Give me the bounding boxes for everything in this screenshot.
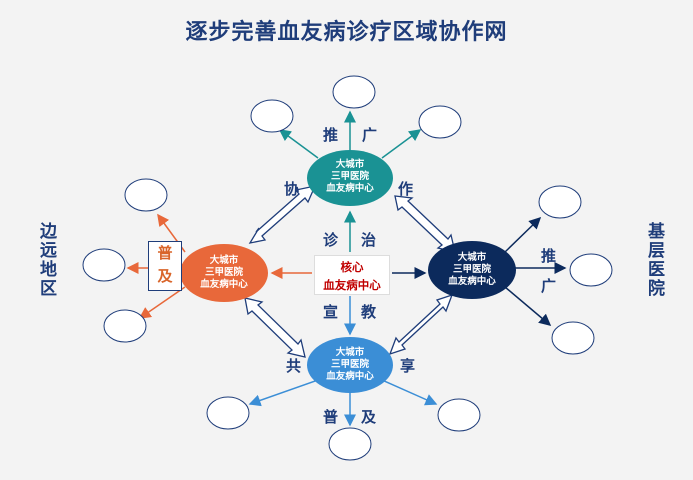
core-line: 核心 [340, 260, 364, 274]
word-guang-right: 广 [541, 277, 557, 295]
hub-line: 大城市 [335, 159, 365, 170]
word-xie: 协 [284, 180, 300, 198]
right-satellite-node [538, 185, 582, 219]
hub-line: 三甲医院 [330, 171, 369, 182]
bottom-hub-label: 大城市 三甲医院 血友病中心 [310, 347, 390, 383]
hub-line: 血友病中心 [326, 371, 374, 382]
word-gong: 共 [286, 357, 302, 375]
top-satellite-node [250, 99, 294, 133]
double-arrow-bottom-right [388, 293, 454, 356]
page-title: 逐步完善血友病诊疗区域协作网 [185, 20, 508, 45]
word-pu-bottom: 普 [323, 408, 339, 426]
left-region-label: 边远地区 [36, 222, 56, 298]
word-zhen: 诊 [323, 231, 339, 249]
double-arrow-top-right [394, 195, 456, 253]
left-hub-label: 大城市 三甲医院 血友病中心 [184, 255, 264, 291]
core-center-box: 核心 血友病中心 [314, 255, 390, 295]
word-zuo: 作 [398, 180, 414, 198]
hub-line: 大城市 [335, 347, 365, 358]
top-satellite-arrows [278, 110, 422, 159]
hub-line: 大城市 [209, 255, 239, 266]
top-satellite-node [418, 105, 462, 139]
bottom-satellite-node [328, 427, 372, 461]
hub-line: 血友病中心 [200, 279, 248, 290]
core-arrows [270, 210, 427, 336]
word-guang-top: 广 [362, 126, 378, 144]
hollow-double-arrows [244, 185, 456, 358]
hub-line: 三甲医院 [330, 359, 369, 370]
word-zhi: 治 [361, 231, 377, 249]
hub-line: 三甲医院 [204, 267, 243, 278]
word-xuan: 宣 [323, 303, 339, 321]
hub-line: 大城市 [457, 252, 487, 263]
left-popularize-box: 普 及 [148, 241, 182, 291]
word-jiao: 教 [361, 303, 377, 321]
word-tui-right: 推 [541, 247, 557, 265]
left-satellite-node [82, 248, 126, 282]
double-arrow-top-left [248, 185, 317, 244]
bottom-hub [307, 337, 393, 393]
left-box-char: 及 [157, 267, 173, 285]
right-satellite-arrows [504, 216, 567, 326]
left-hub [180, 244, 268, 302]
right-hub [428, 241, 516, 299]
bottom-satellite-node [206, 396, 250, 430]
left-box-char: 普 [157, 244, 173, 262]
hub-line: 血友病中心 [448, 276, 496, 287]
hub-line: 血友病中心 [326, 183, 374, 194]
word-xiang: 享 [400, 357, 416, 375]
right-hub-label: 大城市 三甲医院 血友病中心 [432, 252, 512, 288]
right-satellite-node [551, 321, 595, 355]
top-hub [307, 150, 393, 206]
core-line: 血友病中心 [323, 278, 381, 292]
bottom-satellite-node [437, 398, 481, 432]
bottom-satellite-arrows [248, 379, 438, 427]
left-satellite-node [124, 178, 168, 212]
word-tui-top: 推 [323, 126, 339, 144]
hub-line: 三甲医院 [452, 264, 491, 275]
right-region-label: 基层医院 [644, 222, 664, 298]
top-satellite-node [332, 75, 376, 109]
top-hub-label: 大城市 三甲医院 血友病中心 [310, 159, 390, 195]
left-satellite-node [103, 309, 147, 343]
double-arrow-bottom-left [244, 297, 306, 358]
right-satellite-node [569, 253, 613, 287]
word-ji-bottom: 及 [361, 408, 377, 426]
